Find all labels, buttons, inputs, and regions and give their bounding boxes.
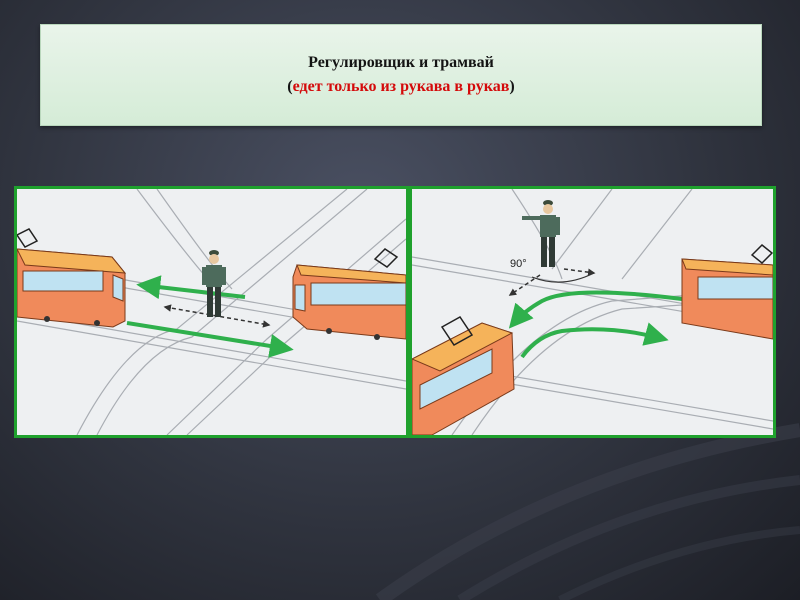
green-arrows: [126, 275, 294, 358]
subtitle-close-paren: ): [509, 78, 515, 95]
arrow-left-icon: [136, 275, 246, 300]
tram-near-icon: [412, 316, 515, 435]
subtitle-red-text: едет только из рукава в рукав: [292, 78, 510, 95]
tram-left-icon: [17, 228, 127, 328]
title-box: Регулировщик и трамвай (едет только из р…: [40, 24, 762, 126]
dashed-arrow-left-icon: [508, 274, 541, 296]
illustrations-frame: 90°: [14, 186, 776, 438]
right-scene: 90°: [412, 189, 773, 435]
dashed-arrow-right-icon: [563, 268, 596, 276]
left-illustration: [17, 189, 406, 435]
subtitle-open-paren: (: [287, 78, 293, 95]
traffic-controller-icon: [522, 200, 560, 267]
right-illustration: 90°: [412, 189, 773, 435]
green-turn-arrows: [508, 290, 683, 359]
angle-arc: [531, 272, 595, 283]
traffic-controller-icon: [202, 250, 226, 317]
tram-far-icon: [681, 243, 773, 340]
left-scene: [17, 189, 406, 435]
angle-label: 90°: [510, 258, 527, 270]
slide-subtitle: (едет только из рукава в рукав): [287, 75, 514, 99]
arrow-turn-right-icon: [520, 322, 669, 359]
arrow-right-icon: [126, 321, 294, 358]
tram-right-icon: [292, 248, 406, 340]
slide-title: Регулировщик и трамвай: [308, 54, 494, 71]
arrow-turn-left-icon: [508, 290, 683, 329]
